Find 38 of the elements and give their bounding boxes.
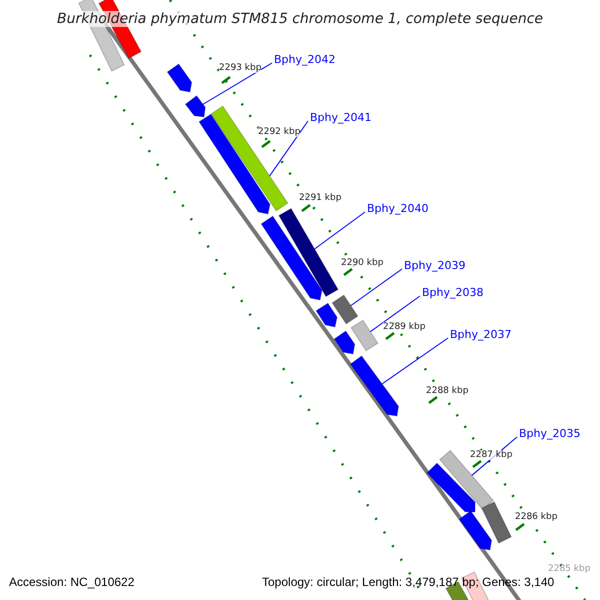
scale-label: 2290 kbp — [341, 258, 384, 268]
gene-label: Bphy_2040 — [367, 203, 429, 216]
gene-label: Bphy_2035 — [519, 428, 581, 441]
gene-feature — [315, 302, 338, 328]
scale-label: 2288 kbp — [426, 386, 468, 396]
gene-feature — [350, 320, 379, 352]
gene-feature — [166, 63, 192, 93]
gene-label: Bphy_2042 — [274, 54, 336, 67]
leader-line — [202, 62, 272, 105]
gene-label: Bphy_2039 — [404, 260, 466, 273]
scale-label: 2292 kbp — [258, 127, 300, 138]
scale-label: 2285 kbp — [548, 564, 590, 574]
gene-feature — [481, 501, 512, 544]
scale-label: 2287 kbp — [470, 450, 512, 460]
footer-text: Accession: NC_010622 — [9, 576, 134, 590]
gene-feature — [439, 450, 494, 510]
scale-label: 2289 kbp — [383, 322, 426, 332]
leader-line — [370, 296, 420, 332]
footer-text: Topology: circular; Length: 3,479,187 bp; Genes: 3,140 — [262, 576, 554, 590]
scale-label: 2293 kbp — [219, 63, 262, 74]
leader-line — [269, 120, 308, 176]
gene-feature — [458, 510, 492, 551]
map-title: Burkholderia phymatum STM815 chromosome 1, complete sequence — [56, 11, 543, 27]
gene-label: Bphy_2041 — [310, 112, 372, 125]
gene-feature — [334, 330, 356, 355]
gene-feature — [332, 294, 358, 325]
leader-line — [350, 268, 402, 306]
scale-label: 2286 kbp — [515, 512, 558, 522]
gene-feature — [350, 355, 400, 417]
gene-feature — [426, 462, 476, 512]
gene-feature — [260, 215, 323, 301]
gene-feature — [278, 208, 339, 298]
scale-label: 2291 kbp — [299, 193, 342, 204]
gene-label: Bphy_2037 — [450, 329, 512, 342]
leader-line — [382, 338, 448, 384]
gene-label: Bphy_2038 — [422, 287, 484, 300]
leader-line — [314, 212, 366, 250]
gene-feature — [184, 95, 206, 118]
